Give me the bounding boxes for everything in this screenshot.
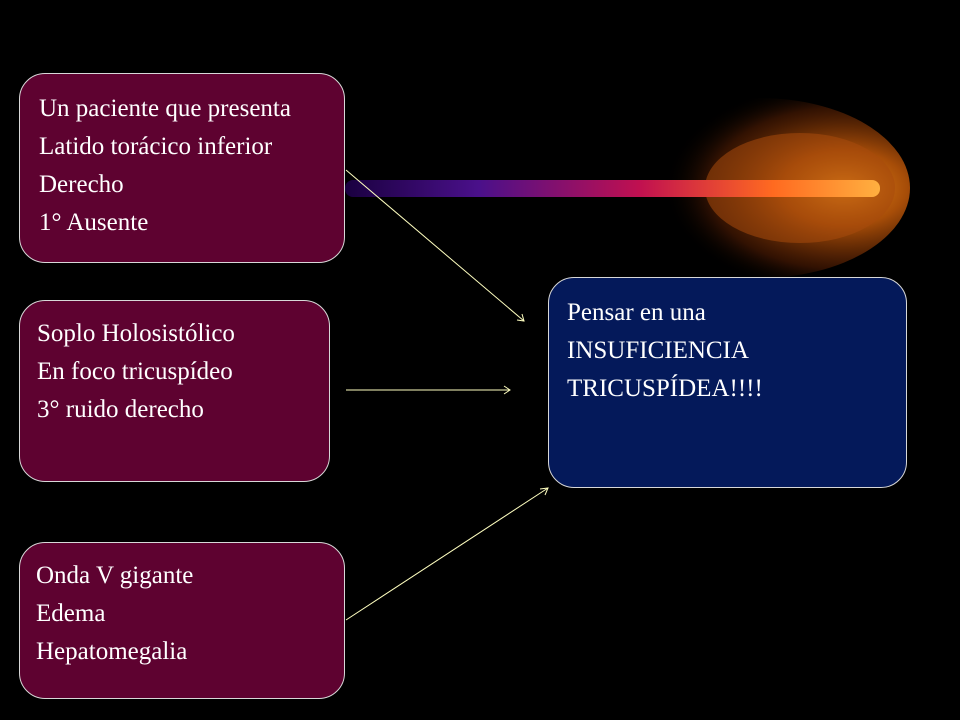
symptom-box-3: Onda V gigante Edema Hepatomegalia (19, 542, 345, 699)
arrow-box1-to-conclusion (345, 169, 525, 322)
box-line: Derecho (39, 171, 124, 198)
box-line: 3° ruido derecho (37, 396, 204, 423)
conclusion-line: INSUFICIENCIA (567, 337, 749, 364)
box-line: Onda V gigante (36, 562, 194, 589)
conclusion-box: Pensar en una INSUFICIENCIA TRICUSPÍDEA!… (548, 277, 907, 488)
symptom-box-1: Un paciente que presenta Latido torácico… (19, 73, 345, 263)
conclusion-line: Pensar en una (567, 299, 706, 326)
box-line: En foco tricuspídeo (37, 358, 233, 385)
arrowhead-icon (503, 385, 511, 395)
arrowhead-icon (539, 487, 549, 496)
box-line: Un paciente que presenta (39, 95, 291, 122)
box-line: Soplo Holosistólico (37, 320, 235, 347)
arrow-box3-to-conclusion (345, 487, 549, 621)
box-line: Hepatomegalia (36, 638, 188, 665)
conclusion-line: TRICUSPÍDEA!!!! (567, 375, 763, 402)
comet-streak (345, 180, 880, 197)
box-line: Edema (36, 600, 106, 627)
symptom-box-2: Soplo Holosistólico En foco tricuspídeo … (19, 300, 330, 482)
box-line: 1° Ausente (39, 209, 149, 236)
box-line: Latido torácico inferior (39, 133, 273, 160)
arrowhead-icon (516, 313, 525, 322)
